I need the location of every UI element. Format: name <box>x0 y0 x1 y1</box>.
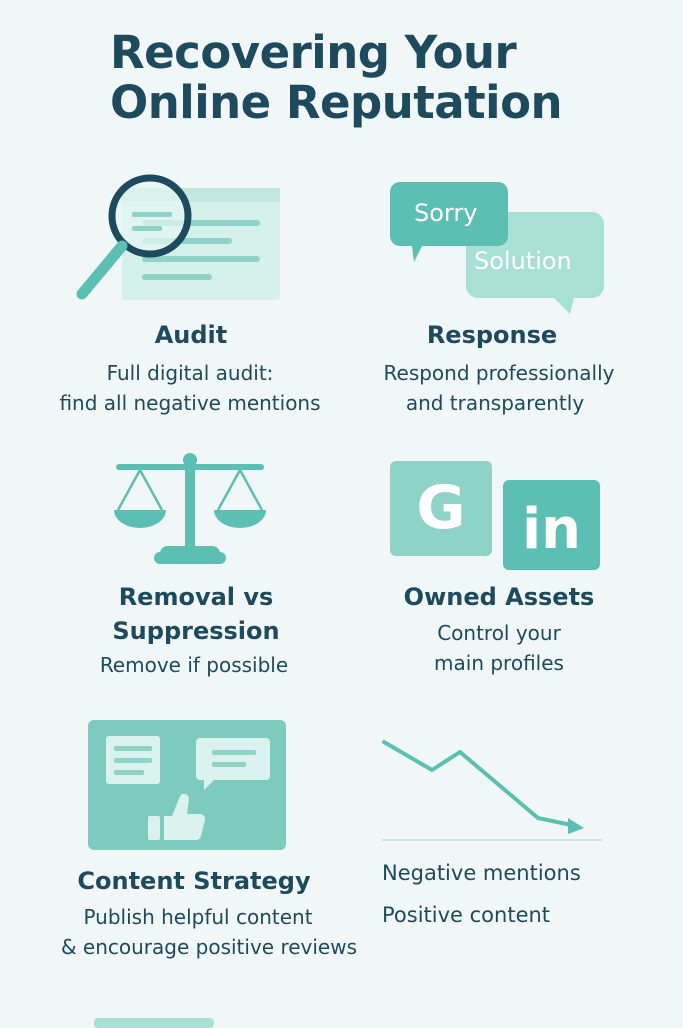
removal-heading-line-2: Suppression <box>112 617 280 645</box>
bubble-sorry: Sorry <box>414 199 478 227</box>
response-heading: Response <box>426 321 558 349</box>
audit-heading: Audit <box>154 321 228 349</box>
content-strategy-desc-line-1: Publish helpful content <box>83 905 313 929</box>
legend-positive-content: Positive content <box>382 903 551 927</box>
google-logo-letter: G <box>416 473 466 543</box>
content-strategy-heading: Content Strategy <box>77 867 311 895</box>
bubble-solution: Solution <box>474 247 572 275</box>
legend-negative-mentions: Negative mentions <box>382 861 581 885</box>
owned-assets-desc-line-2: main profiles <box>434 651 564 675</box>
title-line-1: Recovering Your <box>110 26 517 79</box>
linkedin-logo-letters: in <box>521 497 582 562</box>
removal-desc-line-1: Remove if possible <box>99 653 289 677</box>
title-line-2: Online Reputation <box>110 76 563 129</box>
owned-assets-heading: Owned Assets <box>403 583 595 611</box>
response-desc-line-2: and transparently <box>405 391 585 415</box>
owned-assets-desc-line-1: Control your <box>437 621 561 645</box>
magnifier-document-icon <box>76 174 280 300</box>
removal-heading-line-1: Removal vs <box>118 583 274 611</box>
content-thumbs-up-icon <box>88 720 286 850</box>
google-logo-box <box>390 461 492 556</box>
content-strategy-desc-line-2: & encourage positive reviews <box>60 935 358 959</box>
next-card-edge <box>94 1018 214 1028</box>
audit-desc-line-2: find all negative mentions <box>59 391 321 415</box>
page-title: Recovering Your Online Reputation <box>110 28 650 128</box>
audit-desc-line-1: Full digital audit: <box>106 361 274 385</box>
balance-scale-icon <box>114 453 266 564</box>
linkedin-logo-box <box>503 480 600 570</box>
speech-bubbles-icon <box>390 182 604 314</box>
declining-line-icon <box>382 740 602 841</box>
response-desc-line-1: Respond professionally <box>383 361 615 385</box>
